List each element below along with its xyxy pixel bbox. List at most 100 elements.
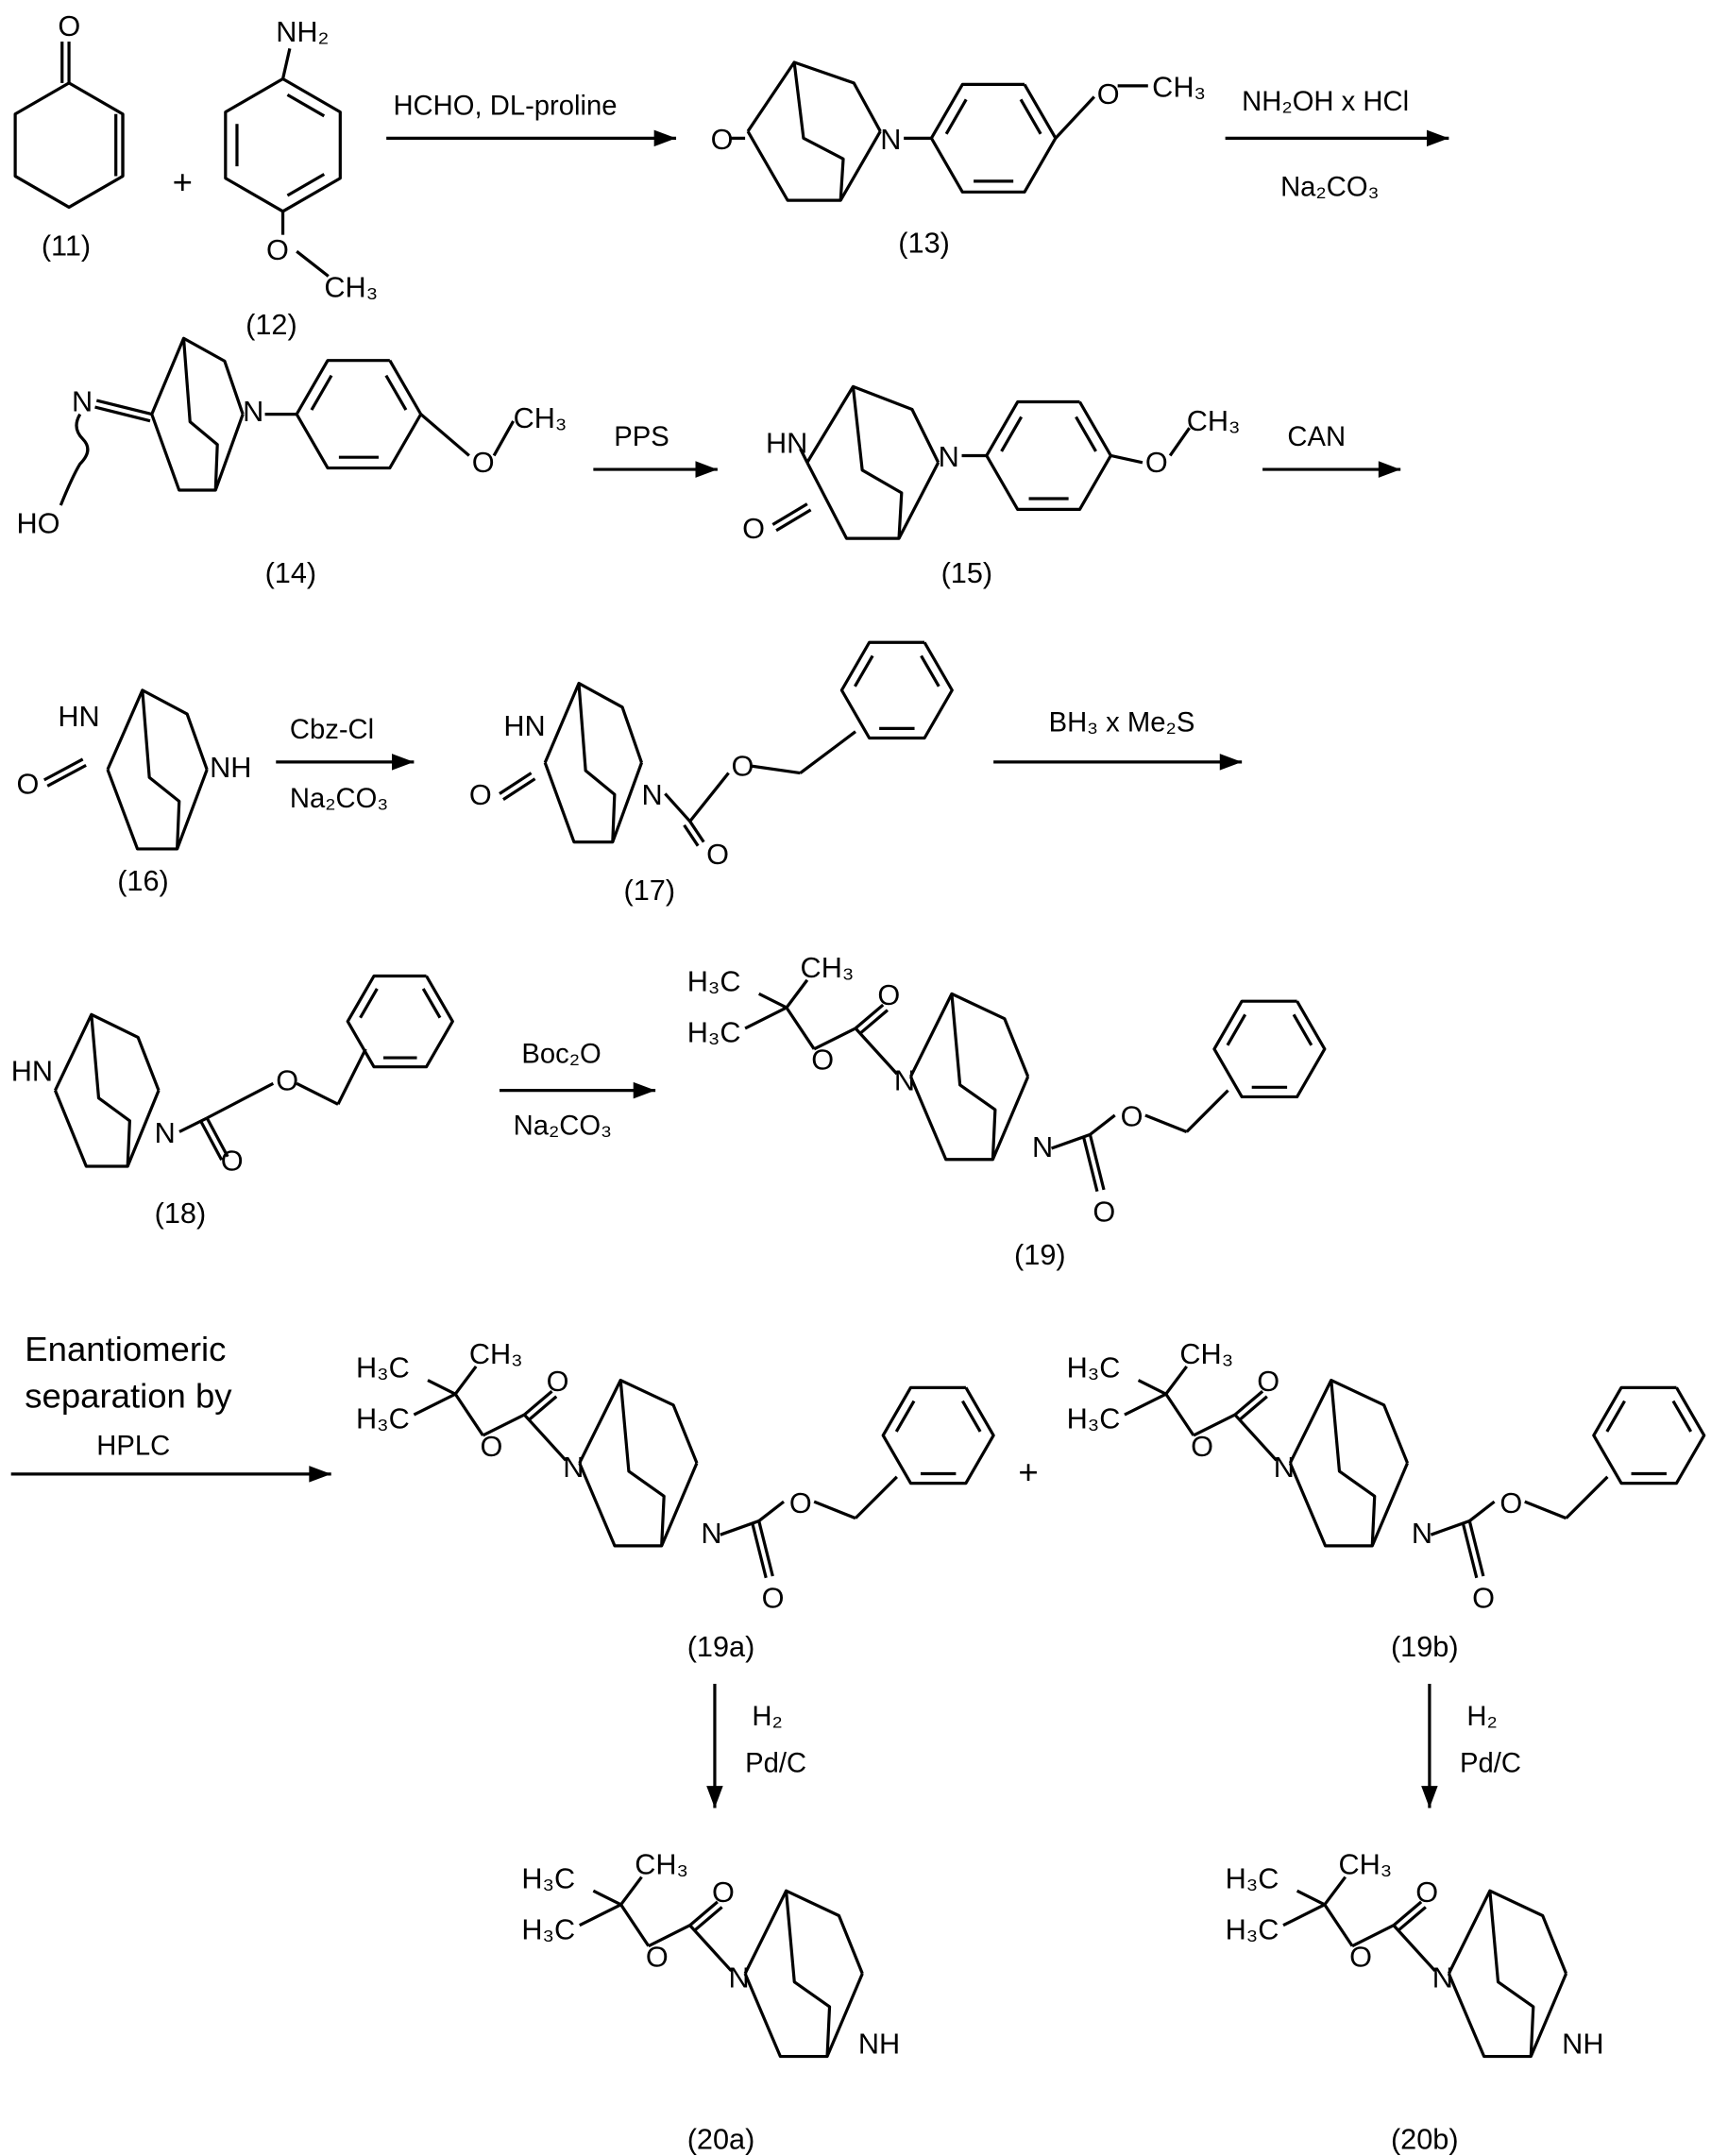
atom-label: O — [481, 1430, 503, 1463]
reagent-text: Pd/C — [1460, 1749, 1521, 1779]
bond — [494, 421, 513, 456]
atom-label: O — [762, 1582, 785, 1615]
compound-13-skeleton — [731, 62, 1147, 200]
bond — [1448, 1891, 1566, 1974]
bond — [1469, 1502, 1494, 1520]
bond — [296, 361, 421, 468]
arrow-head — [1379, 461, 1400, 478]
atom-label: NH — [1562, 2028, 1603, 2061]
reagent-text: Boc₂O — [521, 1039, 601, 1069]
compound-label: (19a) — [687, 1630, 755, 1663]
bond — [1166, 1367, 1187, 1394]
reagent-text: Pd/C — [745, 1749, 806, 1779]
bond — [931, 84, 1056, 192]
atom-label: HO — [17, 506, 60, 539]
atom-label: O — [1145, 446, 1168, 479]
atom-label: N — [243, 395, 263, 428]
bond — [1490, 1891, 1533, 2056]
bond — [748, 131, 880, 200]
bond — [753, 1522, 767, 1577]
compound-14-skeleton — [60, 338, 513, 505]
bond — [421, 415, 469, 456]
atom-label: N — [563, 1451, 584, 1484]
arrow-head — [1427, 130, 1448, 147]
compound-19b: H₃C CH₃ H₃C O O N N O O — [1067, 1337, 1523, 1615]
atom-label: N — [1274, 1451, 1295, 1484]
bond — [226, 79, 340, 212]
atom-label: CH₃ — [1338, 1848, 1392, 1881]
atom-label: CH₃ — [1187, 404, 1241, 437]
reaction-arrow — [11, 1466, 331, 1483]
compound-label: (19) — [1014, 1238, 1066, 1271]
atom-label: CH₃ — [635, 1848, 688, 1881]
bond — [580, 1905, 621, 1926]
atom-label: H₃C — [521, 1912, 575, 1945]
arrow-head — [392, 754, 414, 771]
atom-label: H₃C — [1067, 1402, 1121, 1435]
atom-label: CH₃ — [1179, 1337, 1233, 1370]
arrow-head — [1421, 1786, 1438, 1808]
reagent-text: PPS — [614, 422, 669, 452]
atom-label: N — [155, 1116, 176, 1149]
atom-label: O — [547, 1365, 569, 1398]
atom-label: O — [1472, 1582, 1495, 1615]
compound-label: (17) — [624, 874, 676, 907]
atom-label: NH — [858, 2028, 900, 2061]
bond — [1056, 97, 1094, 139]
bond — [1290, 1381, 1407, 1464]
bond — [143, 690, 179, 849]
bond — [621, 1905, 649, 1946]
bond — [759, 1502, 784, 1520]
arrow-head — [634, 1082, 655, 1099]
bond — [92, 1014, 130, 1166]
atom-label: CH₃ — [469, 1337, 523, 1370]
arrow-head — [695, 461, 717, 478]
bond — [910, 993, 1027, 1077]
compound-label: (18) — [155, 1197, 207, 1230]
reaction-arrow — [593, 461, 718, 478]
atom-label: H₃C — [356, 1351, 410, 1384]
bond — [55, 1014, 159, 1090]
bond — [745, 1008, 787, 1028]
reaction-arrow — [276, 754, 414, 771]
bond — [987, 402, 1111, 510]
bond — [853, 386, 901, 538]
bond — [207, 1083, 273, 1118]
atom-label: O — [1499, 1486, 1522, 1519]
bond — [580, 1381, 697, 1464]
bond — [1145, 1115, 1187, 1132]
reagent-text: HCHO, DL-proline — [393, 92, 617, 122]
atom-label: N — [701, 1517, 721, 1550]
atom-label: HN — [11, 1054, 53, 1087]
atom-label: N — [894, 1064, 915, 1097]
compound-label: (19b) — [1391, 1630, 1459, 1663]
compound-20b: H₃C CH₃ H₃C O O N NH — [1226, 1848, 1604, 2061]
bond — [1331, 1381, 1375, 1546]
atom-label: N — [880, 123, 901, 156]
compound-13: O N O CH₃ (13) — [711, 71, 1206, 260]
atom-label: N — [642, 778, 663, 811]
atom-label: O — [1121, 1100, 1143, 1133]
bond — [910, 1077, 1027, 1160]
bond — [745, 1891, 862, 1974]
compound-label: (12) — [246, 308, 297, 341]
reagent-text: H₂ — [752, 1702, 782, 1732]
arrow-head — [309, 1466, 330, 1483]
bond — [883, 1387, 993, 1483]
arrow-head — [654, 130, 676, 147]
atom-label: O — [472, 446, 495, 479]
bond — [1283, 1905, 1325, 1926]
atom-label: O — [58, 9, 80, 42]
bond — [856, 1028, 897, 1074]
atom-label: NH₂ — [276, 15, 329, 48]
reaction-arrow — [1226, 130, 1449, 147]
atom-label: O — [731, 749, 754, 782]
bond — [787, 980, 807, 1008]
atom-label: O — [1257, 1365, 1279, 1398]
reaction-arrow — [993, 754, 1242, 771]
bond — [1325, 1877, 1346, 1905]
atom-label: N — [1412, 1517, 1432, 1550]
atom-label: H₃C — [1067, 1351, 1121, 1384]
bond — [152, 338, 243, 414]
bond — [455, 1394, 483, 1435]
